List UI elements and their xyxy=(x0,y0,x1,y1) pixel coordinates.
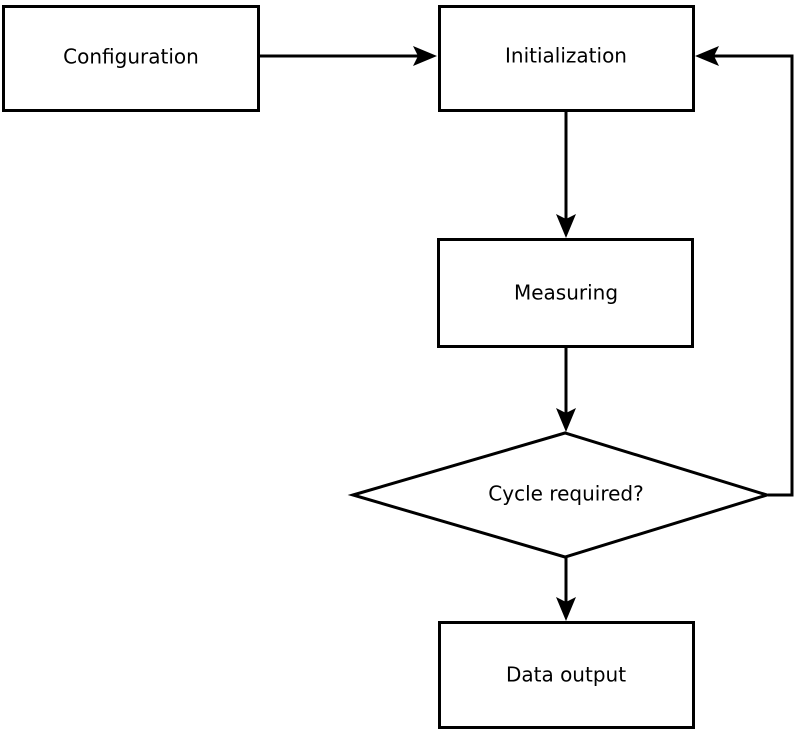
edge-cycle-required-to-initialization-feedback xyxy=(695,46,794,497)
edge-cycle-required-to-data-output xyxy=(556,556,576,621)
edge-configuration-to-initialization xyxy=(260,46,437,66)
node-data-output-box[interactable] xyxy=(438,621,695,729)
arrowhead-right-icon xyxy=(413,46,437,66)
node-initialization-box[interactable] xyxy=(438,5,695,112)
node-configuration[interactable]: Configuration xyxy=(2,5,260,112)
arrowhead-down-icon xyxy=(556,597,576,621)
node-data-output-label: Data output xyxy=(506,663,626,687)
node-measuring-box[interactable] xyxy=(437,238,694,348)
node-measuring-label: Measuring xyxy=(514,281,618,305)
node-initialization[interactable]: Initialization xyxy=(438,5,695,112)
node-configuration-box[interactable] xyxy=(2,5,260,112)
arrowhead-down-icon xyxy=(556,214,576,238)
node-cycle-required-diamond[interactable] xyxy=(347,431,773,559)
edge-measuring-to-cycle-required xyxy=(556,348,576,432)
node-configuration-label: Configuration xyxy=(63,45,199,69)
node-cycle-required-label: Cycle required? xyxy=(488,482,643,506)
arrowhead-down-icon xyxy=(556,408,576,432)
node-initialization-label: Initialization xyxy=(505,44,627,68)
edge-path-feedback-loop xyxy=(707,54,794,497)
node-data-output[interactable]: Data output xyxy=(438,621,695,729)
arrowhead-left-icon xyxy=(695,46,719,66)
edge-initialization-to-measuring xyxy=(556,112,576,238)
node-measuring[interactable]: Measuring xyxy=(437,238,694,348)
node-cycle-required[interactable]: Cycle required? xyxy=(347,431,773,559)
